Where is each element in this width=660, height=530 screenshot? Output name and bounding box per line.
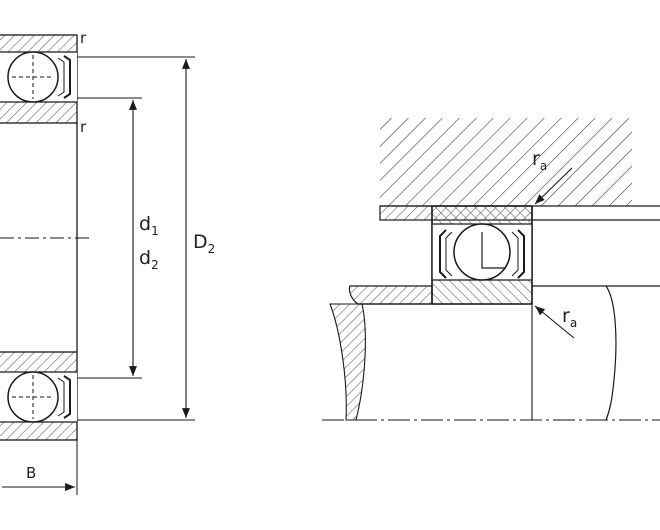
break-section — [329, 303, 366, 421]
bearing-top-section — [0, 34, 78, 124]
seal-bottom-right — [63, 375, 71, 419]
seal-right — [517, 229, 525, 279]
bearing-bottom-section — [0, 351, 78, 441]
bearing-section-left: r r d1 d2 D2 B — [0, 29, 215, 495]
shaft — [322, 285, 660, 421]
label-D2: D2 — [193, 231, 215, 256]
housing — [379, 118, 660, 221]
label-d1: d1 — [139, 213, 159, 238]
seal-top-right — [63, 55, 71, 99]
seal-left — [439, 229, 447, 279]
bearing-mounted — [431, 205, 533, 305]
label-r-mid: r — [80, 118, 87, 136]
label-ra-top: ra — [532, 148, 547, 173]
label-d2: d2 — [139, 247, 159, 272]
leader-ra-bottom — [534, 305, 575, 339]
label-ra-bottom: ra — [562, 305, 577, 330]
label-r-top: r — [80, 29, 87, 47]
leader-ra-top — [534, 167, 573, 205]
mounting-drawing-right: ra ra — [322, 118, 660, 421]
label-B: B — [26, 464, 36, 482]
